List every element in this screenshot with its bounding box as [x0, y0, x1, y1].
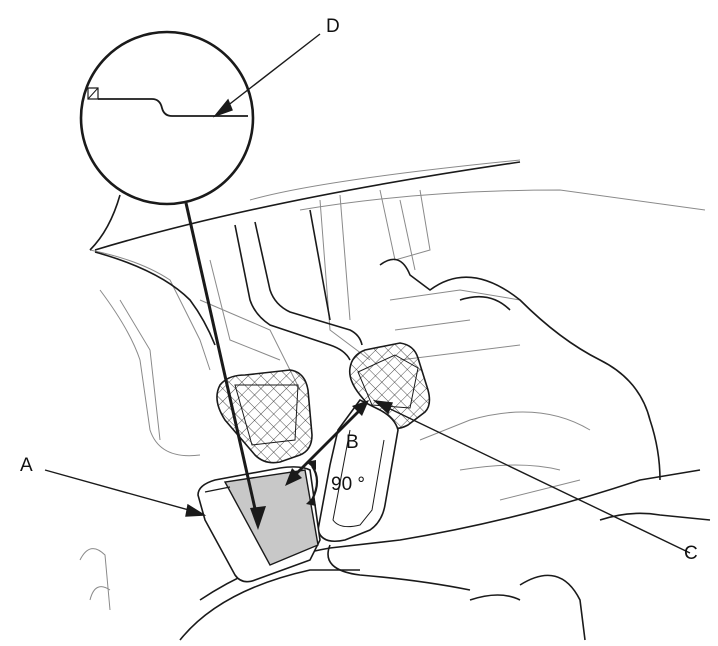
dimension-b — [285, 400, 369, 486]
label-b: B — [346, 432, 359, 453]
pedal-arm — [317, 398, 399, 543]
label-c: C — [684, 543, 698, 564]
clutch-pedal — [216, 369, 313, 464]
footwell-structure — [79, 159, 706, 611]
label-a: A — [20, 455, 33, 476]
brake-pedal — [348, 342, 431, 430]
label-angle: 90 ° — [331, 474, 366, 495]
label-d: D — [326, 16, 340, 37]
leader-lines — [44, 33, 691, 554]
detail-magnifier — [79, 30, 266, 530]
angle-indicator — [306, 460, 319, 506]
